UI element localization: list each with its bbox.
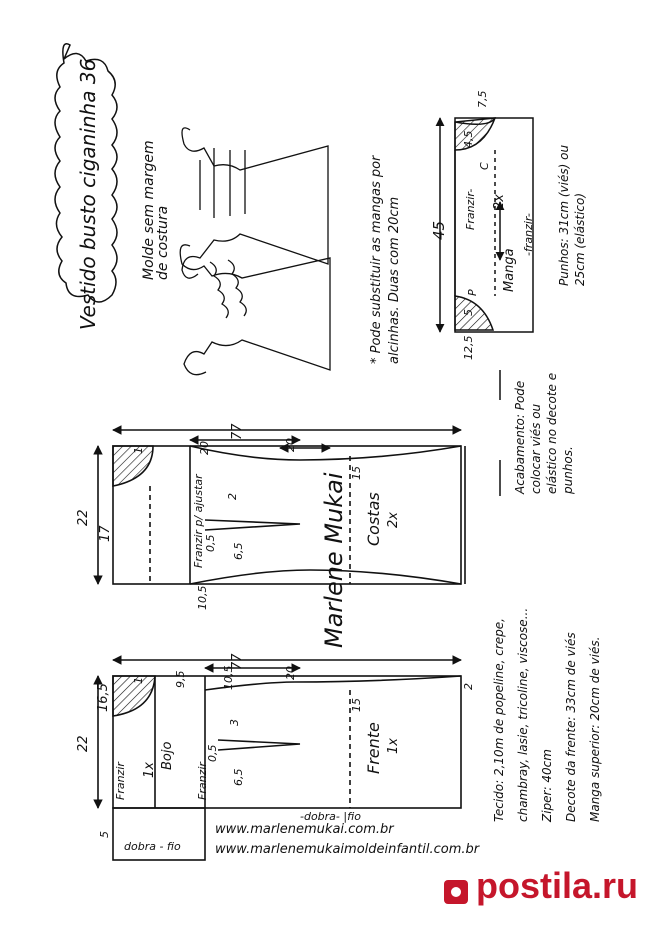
front-label-05: 0,5 <box>206 744 219 763</box>
front-piece-name: Frente <box>364 722 383 774</box>
front-label-65: 6,5 <box>232 768 245 787</box>
bojo-name: Bojo <box>160 741 175 770</box>
cuffs-note: Punhos: 31cm (viés) ou 25cm (elástico) <box>557 144 587 286</box>
materials-line-2: chambray, lasie, tricoline, viscose... <box>516 607 530 822</box>
sleeve-note: * Pode substituir as mangas por alcinhas… <box>369 155 402 364</box>
front-label-20: 20 <box>284 666 297 680</box>
postila-logo-icon <box>444 880 468 904</box>
bojo-count: 1x <box>142 762 157 778</box>
pattern-title: Vestido busto ciganinha 36 <box>76 58 100 330</box>
postila-watermark[interactable]: postila.ru <box>476 865 638 907</box>
materials-line-5: Manga superior: 20cm de viés. <box>588 636 602 822</box>
front-pattern-piece <box>93 655 462 861</box>
front-label-105: 10,5 <box>222 665 235 691</box>
back-pattern-piece <box>93 425 466 585</box>
sleeve-gather-bottom: -franzir- <box>522 213 535 256</box>
front-label-3: 3 <box>228 719 241 726</box>
back-label-17: 17 <box>98 525 113 542</box>
sleeve-h75-label: 7,5 <box>476 90 489 109</box>
back-label-105: 10,5 <box>196 585 209 611</box>
signature: Marlene Mukai <box>320 472 348 648</box>
back-label-65: 6,5 <box>232 542 245 561</box>
front-gather-a: Franzir <box>114 762 127 800</box>
front-label-22: 22 <box>76 735 91 752</box>
sleeve-letter-c: C <box>478 162 491 170</box>
back-label-1: 1 <box>132 447 145 454</box>
front-label-1: 1 <box>132 677 145 684</box>
back-label-22: 22 <box>76 509 91 526</box>
front-label-95: 9,5 <box>174 670 187 689</box>
front-fold-fio: -dobra- |fio <box>300 810 361 823</box>
front-piece-count: 1x <box>386 738 401 754</box>
front-label-165: 16,5 <box>96 683 111 712</box>
front-label-2: 2 <box>462 683 475 690</box>
back-label-05: 0,5 <box>204 534 217 553</box>
sleeve-h125-label: 12,5 <box>462 335 475 361</box>
front-label-15: 15 <box>350 698 363 712</box>
dress-sketch-front <box>179 244 331 376</box>
sleeve-piece-count: 2x <box>492 194 507 210</box>
materials-line-1: Tecido: 2,10m de popeline, crepe, <box>492 618 506 822</box>
back-width-77: 77 <box>230 423 245 440</box>
materials-line-4: Decote da frente: 33cm de viés <box>564 632 578 822</box>
dress-sketch-back <box>181 127 329 279</box>
sleeve-width-label: 45 <box>430 220 448 240</box>
url-main[interactable]: www.marlenemukai.com.br <box>215 822 394 837</box>
front-gather-b: Franzir <box>196 762 209 800</box>
back-label-15: 15 <box>350 466 363 480</box>
materials-line-3: Ziper: 40cm <box>540 749 554 822</box>
front-label-5: 5 <box>98 831 111 838</box>
back-label-2: 2 <box>226 493 239 500</box>
finishing-note: Acabamento: Pode colocar viés ou elástic… <box>513 372 575 494</box>
back-label-20b: 20 <box>284 438 297 452</box>
url-kids[interactable]: www.marlenemukaimoldeinfantil.com.br <box>215 842 480 857</box>
back-piece-name: Costas <box>364 492 383 546</box>
sleeve-h5-label: 5 <box>462 309 475 316</box>
back-piece-count: 2x <box>386 512 401 528</box>
title-cloud <box>54 43 118 303</box>
sleeve-gather-top: Franzir- <box>464 188 477 230</box>
bojo-fold-label: dobra - fio <box>124 840 181 853</box>
postila-text: postila.ru <box>475 865 638 906</box>
back-ease-label: Franzir p/ ajustar <box>192 474 205 568</box>
sleeve-piece-name: Manga <box>502 248 517 292</box>
back-label-20a: 20 <box>198 441 211 455</box>
sleeve-letter-p: P <box>466 289 479 296</box>
pattern-subtitle: Molde sem margem de costura <box>141 140 171 280</box>
sleeve-h45-label: 4,5 <box>462 130 475 149</box>
sleeve-piece <box>435 117 534 333</box>
